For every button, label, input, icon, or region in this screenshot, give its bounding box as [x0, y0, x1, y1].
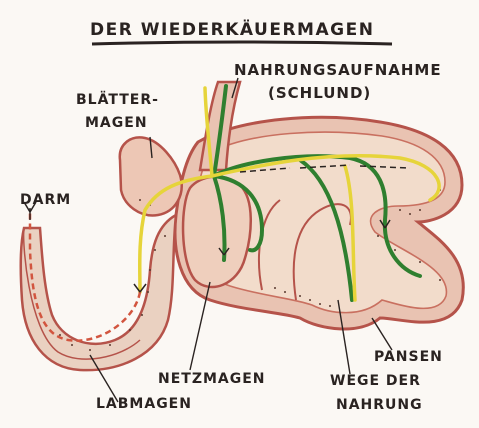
- label-omasum-line2: MAGEN: [85, 115, 148, 131]
- title-underline: [92, 42, 392, 44]
- label-abomasum: LABMAGEN: [96, 396, 192, 412]
- label-pathways-line2: NAHRUNG: [336, 397, 423, 413]
- label-reticulum: NETZMAGEN: [158, 371, 266, 387]
- label-pathways-line1: WEGE DER: [330, 373, 421, 389]
- abomasum: [21, 215, 176, 370]
- label-intestine: DARM: [20, 192, 71, 208]
- label-omasum-line1: BLÄTTER-: [76, 92, 159, 108]
- label-intake: NAHRUNGSAUFNAHME: [234, 61, 442, 79]
- diagram-title: DER WIEDERKÄUERMAGEN: [90, 20, 374, 40]
- label-rumen: PANSEN: [374, 349, 443, 365]
- label-esophagus: (SCHLUND): [268, 84, 371, 102]
